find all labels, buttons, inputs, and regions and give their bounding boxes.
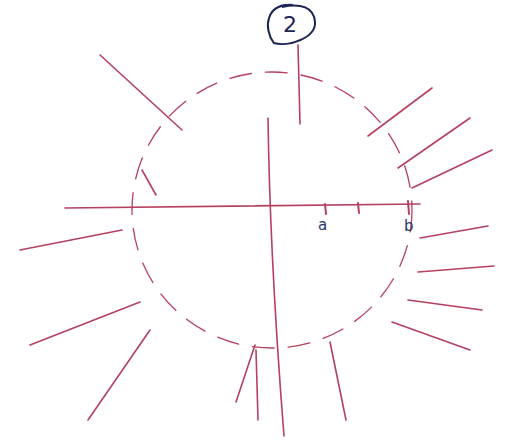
top-stub: [298, 45, 300, 124]
radiating-lines: [20, 55, 494, 420]
point-label: a: [318, 216, 327, 234]
horizontal-axis: [65, 204, 420, 208]
circle-outline: [268, 5, 315, 44]
callout-number: 2: [283, 12, 297, 37]
dashed-circle: [132, 72, 412, 348]
point-label: b: [404, 217, 414, 235]
tick-marks: [325, 201, 409, 214]
circled-number: 2: [263, 3, 317, 45]
vertical-axis: [268, 118, 284, 436]
